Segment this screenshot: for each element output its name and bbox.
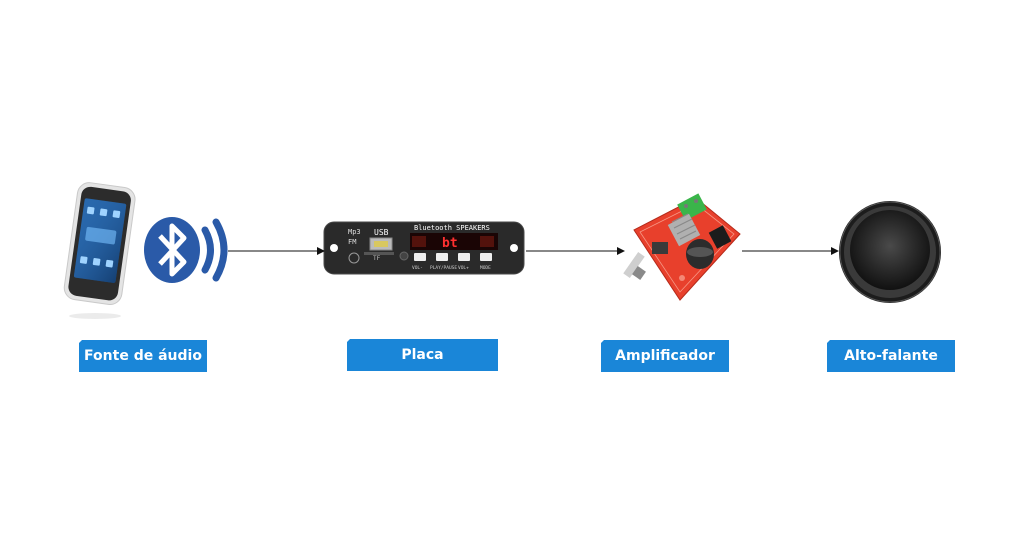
board-mp3-text: Mp3 (348, 228, 361, 236)
bluetooth-waves-icon (201, 218, 228, 282)
board-btn-label-vol-minus: VOL- (412, 265, 423, 271)
label-speaker: Alto-falante (827, 340, 955, 372)
board-fm-text: FM (348, 238, 356, 246)
board-btn-label-vol-plus: VOL+ (458, 265, 469, 271)
board-display-text: bt (442, 236, 458, 251)
label-decoder-board: Placa decodificadora (347, 339, 498, 371)
label-audio-source: Fonte de áudio (79, 340, 207, 372)
board-btn-label-play-pause: PLAY/PAUSE (430, 265, 457, 271)
label-amplifier: Amplificador (601, 340, 729, 372)
board-title-text: Bluetooth SPEAKERS (414, 224, 490, 232)
board-usb-text: USB (374, 228, 389, 237)
bluetooth-icon (144, 217, 200, 283)
phone-with-bluetooth (63, 182, 228, 319)
board-btn-label-mode: MODE (480, 265, 491, 271)
amplifier-board-icon (623, 193, 741, 301)
board-tf-text: TF (373, 255, 381, 262)
smartphone-icon (63, 182, 136, 306)
speaker-icon (839, 201, 941, 303)
bluetooth-decoder-board-icon: Mp3 FM USB TF Bluetooth SPEAKERS bt VOL-… (323, 221, 525, 275)
